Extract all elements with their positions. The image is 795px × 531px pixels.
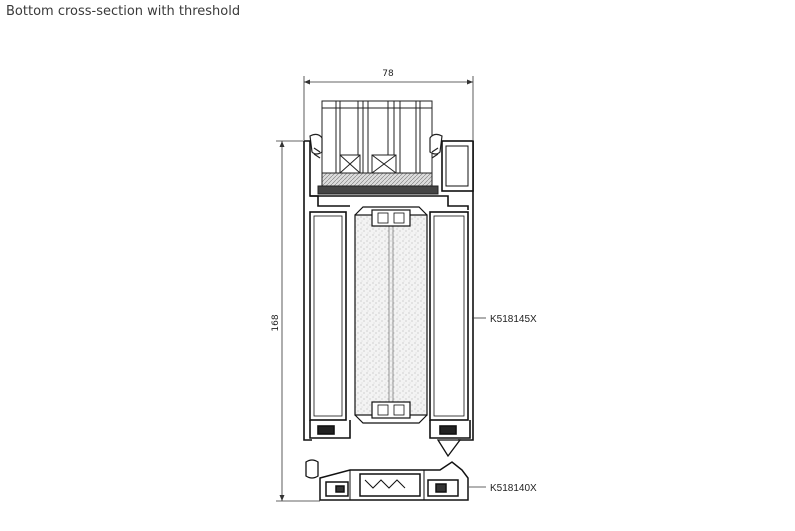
width-dimension: 78 (303, 69, 474, 140)
sash-profile (303, 140, 474, 441)
height-dimension-label: 168 (271, 314, 281, 331)
bottom-seals (305, 439, 462, 479)
height-dimension: 168 (271, 140, 320, 502)
threshold-profile (319, 461, 469, 501)
figure-caption: Bottom cross-section with threshold (6, 4, 241, 19)
profile-code-upper: K518145X (490, 314, 537, 325)
width-dimension-label: 78 (382, 69, 394, 79)
insulation-core (354, 206, 428, 424)
profile-code-lower: K518140X (490, 483, 537, 494)
callout-lower: K518140X (469, 483, 537, 494)
callout-upper: K518145X (472, 314, 537, 325)
glazing-unit (317, 100, 439, 195)
glazing-gaskets (309, 133, 443, 159)
